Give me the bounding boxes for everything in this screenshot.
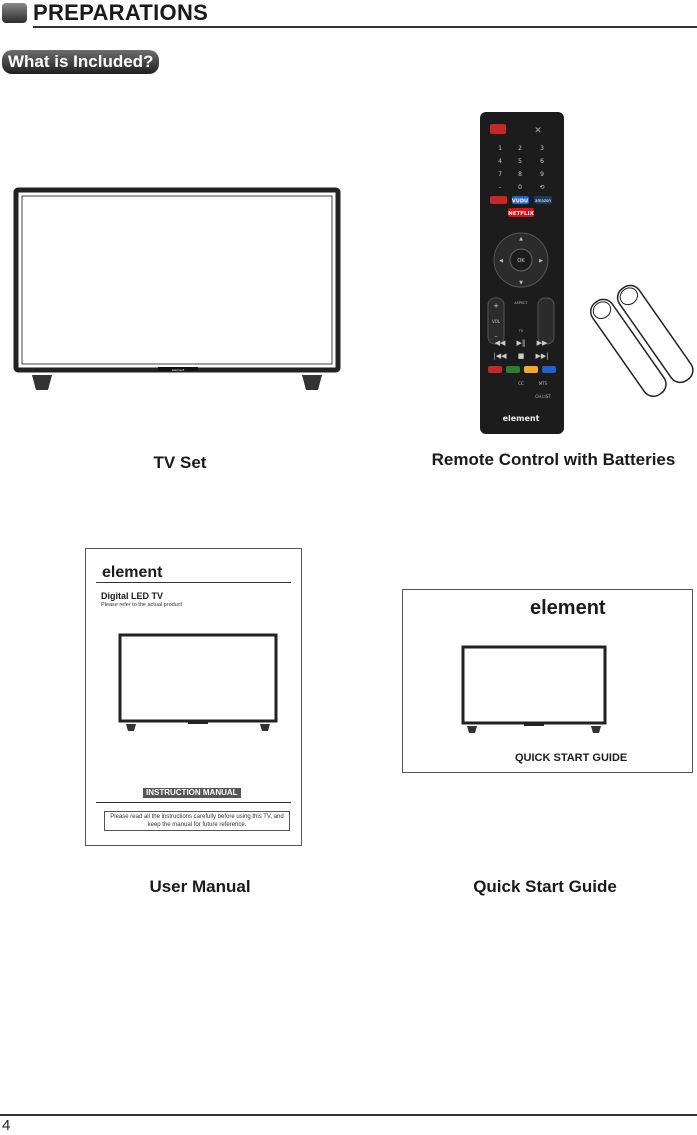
svg-text:+: + xyxy=(493,302,499,310)
svg-text:1: 1 xyxy=(498,145,502,152)
remote-control-illustration: ✕ 1 2 3 4 5 6 7 8 9 – 0 ⟲ VUDU amazon NETFLIX OK… xyxy=(480,112,564,434)
tv-set-illustration: element xyxy=(13,187,341,390)
svg-text:8: 8 xyxy=(518,171,522,178)
svg-text:▶‖: ▶‖ xyxy=(517,339,526,347)
quick-start-guide-illustration: element QUICK START GUIDE xyxy=(402,589,693,773)
cc-key: CC xyxy=(518,381,524,386)
svg-text:2: 2 xyxy=(518,145,522,152)
mts-key: MTS xyxy=(539,381,548,386)
user-manual-illustration: element Digital LED TV Please refer to t… xyxy=(85,548,302,846)
remote-logo-text: element xyxy=(503,414,540,423)
guide-logo: element xyxy=(530,597,606,619)
manual-logo: element xyxy=(102,564,163,581)
svg-text:▶: ▶ xyxy=(539,258,543,264)
footer-divider xyxy=(0,1114,697,1116)
svg-text:▲: ▲ xyxy=(519,236,523,242)
svg-text:3: 3 xyxy=(540,145,544,152)
manual-title: Digital LED TV xyxy=(101,591,164,601)
included-badge: What is Included? xyxy=(2,50,160,74)
tv-set-caption: TV Set xyxy=(153,453,207,472)
svg-text:▶▶: ▶▶ xyxy=(537,339,548,347)
svg-text:⟲: ⟲ xyxy=(539,184,544,191)
tv-logo-text: element xyxy=(172,368,185,372)
power-icon xyxy=(490,124,506,134)
manual-tv-icon xyxy=(118,633,278,731)
page-number: 4 xyxy=(2,1117,11,1134)
svg-text:▶▶|: ▶▶| xyxy=(535,352,548,360)
svg-text:5: 5 xyxy=(518,158,522,165)
section-title: PREPARATIONS xyxy=(33,0,209,25)
svg-text:0: 0 xyxy=(518,184,522,191)
number-keys: 1 2 3 4 5 6 7 8 9 – 0 ⟲ xyxy=(498,145,544,191)
svg-text:✕: ✕ xyxy=(534,126,542,136)
svg-text:–: – xyxy=(494,332,498,340)
netflix-key: NETFLIX xyxy=(508,211,534,217)
batteries-illustration xyxy=(590,284,694,398)
section-icon xyxy=(2,3,27,23)
svg-text:7: 7 xyxy=(498,171,502,178)
manual-banner: INSTRUCTION MANUAL xyxy=(143,788,241,798)
header-divider xyxy=(33,26,697,28)
svg-text:4: 4 xyxy=(498,158,502,165)
manual-note: Please read all the instructions careful… xyxy=(104,811,290,831)
ok-key: OK xyxy=(517,258,525,264)
svg-text:◀: ◀ xyxy=(499,258,503,264)
vudu-key: VUDU xyxy=(512,199,528,205)
svg-text:|◀◀: |◀◀ xyxy=(493,352,507,360)
tv-key: TV xyxy=(518,329,524,333)
guide-tv-icon xyxy=(461,645,607,733)
vol-key: VOL xyxy=(492,319,501,324)
amazon-key: amazon xyxy=(535,198,551,203)
svg-text:6: 6 xyxy=(540,158,544,165)
svg-text:9: 9 xyxy=(540,171,544,178)
svg-text:–: – xyxy=(499,184,502,191)
quick-start-caption: Quick Start Guide xyxy=(473,877,617,896)
svg-text:◀◀: ◀◀ xyxy=(495,339,506,347)
user-manual-caption: User Manual xyxy=(149,877,251,896)
svg-text:■: ■ xyxy=(518,352,525,360)
svg-text:▼: ▼ xyxy=(519,280,523,286)
remote-caption: Remote Control with Batteries xyxy=(431,450,676,469)
guide-label: QUICK START GUIDE xyxy=(515,752,628,764)
manual-subtitle: Please refer to the actual product xyxy=(101,602,183,608)
chlist-key: CH.LIST xyxy=(535,394,551,399)
aspect-key: ASPECT xyxy=(514,301,528,305)
